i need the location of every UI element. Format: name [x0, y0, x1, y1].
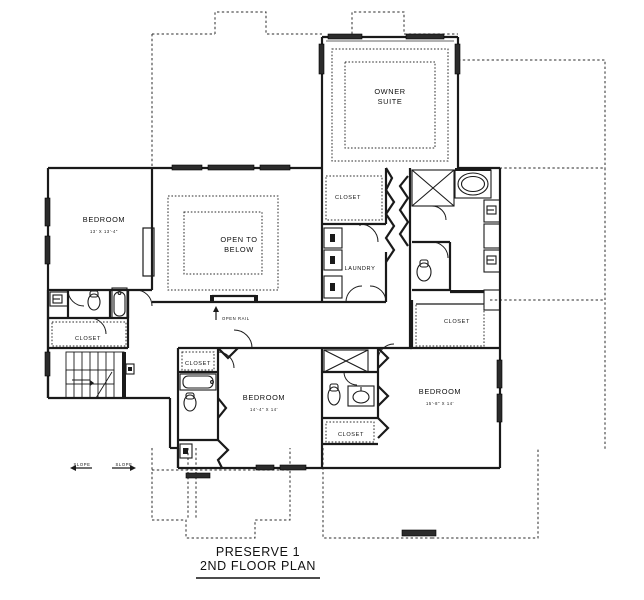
owner-suite-wing [318, 33, 461, 168]
room-label-closet-owner: CLOSET [444, 319, 470, 325]
room-label-owner-suite: OWNER [374, 87, 405, 96]
room-label-laundry: LAUNDRY [345, 266, 376, 272]
plan-title-line2: 2ND FLOOR PLAN [200, 559, 316, 573]
room-label-bedroom-right: BEDROOM [419, 387, 461, 396]
room-dimension-bedroom-left: 13' X 13'-4" [90, 229, 118, 234]
room-label-closet-left-hall: CLOSET [75, 336, 101, 342]
open-to-below-area [152, 195, 322, 304]
staircase-icon [44, 351, 135, 399]
annotation-open-rail: OPEN RAIL [222, 316, 250, 321]
bedroom-center-walls [176, 329, 322, 469]
room-label-bedroom-center: BEDROOM [243, 393, 285, 402]
annotation-slope-left: SLOPE [74, 462, 91, 467]
owner-closet [410, 300, 485, 348]
annotation-slope-right: SLOPE [116, 462, 133, 467]
room-label-closet-laundry: CLOSET [335, 195, 361, 201]
room-label-open-to-below: OPEN TO [220, 235, 257, 244]
slope-annotation-right [112, 465, 136, 471]
owner-bath [408, 168, 501, 350]
room-label-owner-suite-line2: SUITE [378, 97, 403, 106]
room-label-bedroom-left: BEDROOM [83, 215, 125, 224]
roof-overhang-outline [151, 11, 606, 539]
hall-zigzag-wall [384, 167, 410, 263]
room-dimension-bedroom-right: 15'-8" X 14' [426, 401, 454, 406]
room-label-closet-center-bed: CLOSET [185, 361, 211, 367]
left-bath-closet-stairs [46, 287, 153, 398]
room-dimension-bedroom-center: 14'-4" X 14' [250, 407, 278, 412]
slope-annotation-left [70, 465, 92, 471]
room-label-open-to-below-line2: BELOW [224, 245, 254, 254]
bedroom-left-walls [48, 168, 155, 292]
room-label-closet-right-bath: CLOSET [338, 432, 364, 438]
open-rail-arrow-icon [213, 306, 219, 320]
plan-title-line1: PRESERVE 1 [216, 545, 300, 559]
laundry-closet-walls [320, 168, 388, 304]
bedroom-right-walls [320, 343, 412, 468]
